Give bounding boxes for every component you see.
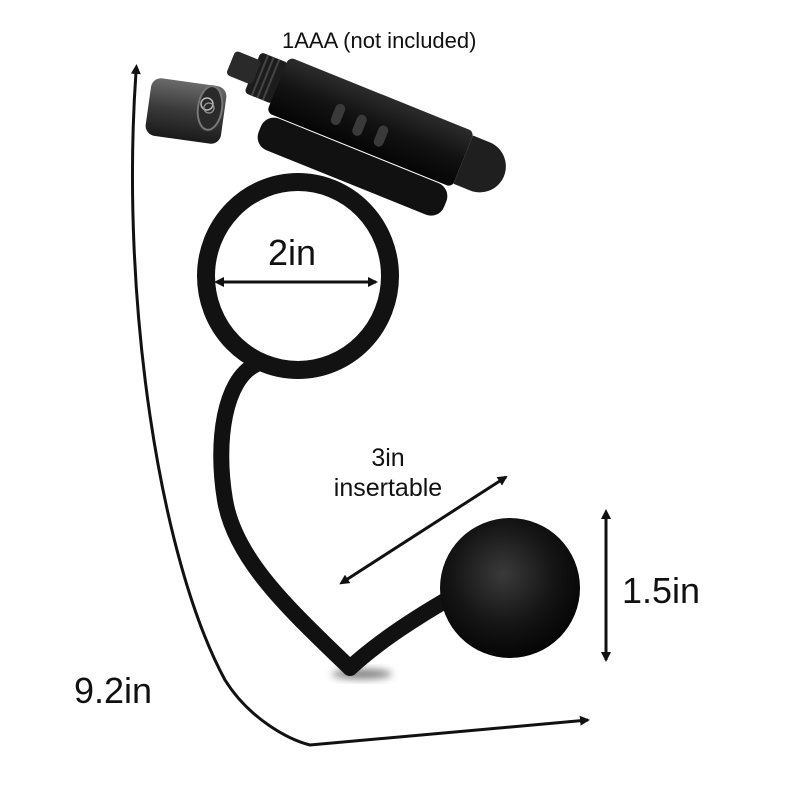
bullet-vibrator — [226, 51, 506, 216]
connecting-stem — [213, 357, 463, 676]
insertable-length-label: 3in insertable — [318, 443, 458, 503]
battery-note-label: 1AAA (not included) — [282, 28, 477, 53]
weighted-ball — [440, 518, 580, 658]
total-length-label: 9.2in — [74, 670, 153, 711]
ring-diameter-label: 2in — [268, 232, 317, 273]
insertable-length-value: 3in — [371, 444, 405, 472]
total-length-arrow — [130, 64, 590, 747]
ring — [197, 173, 399, 379]
insertable-length-caption: insertable — [333, 474, 443, 502]
battery-cap — [145, 78, 227, 144]
insertable-length-arrow — [339, 475, 508, 585]
ground-shadow — [332, 669, 392, 679]
ball-diameter-label: 1.5in — [622, 570, 701, 611]
